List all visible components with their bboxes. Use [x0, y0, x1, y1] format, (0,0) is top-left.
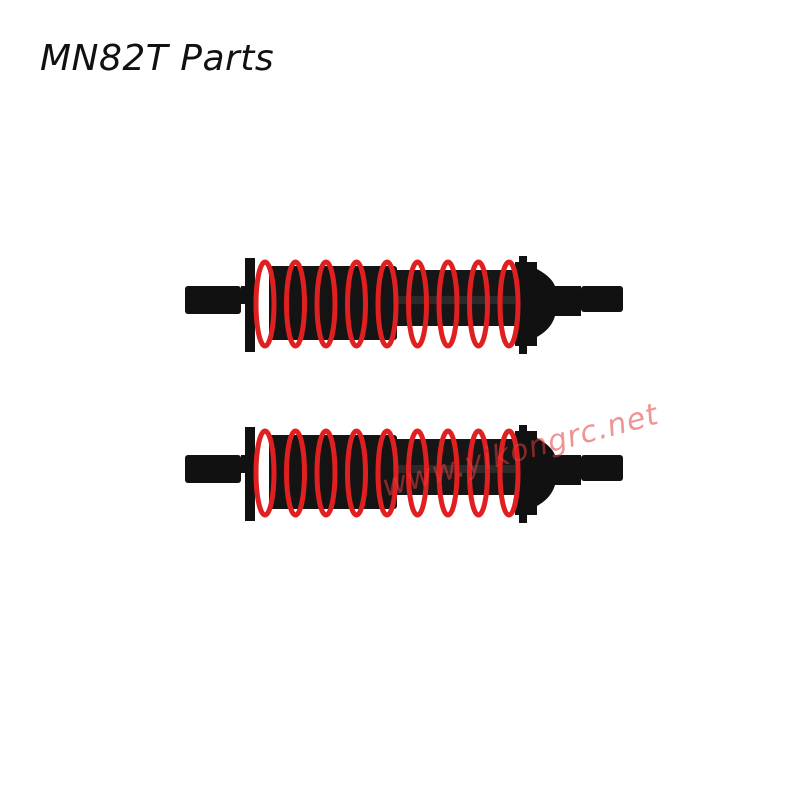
spring-coil: [467, 428, 490, 518]
shock-absorber-top: [183, 256, 633, 356]
spring-coil: [497, 259, 521, 349]
spring-coil: [284, 259, 307, 349]
spring-coil: [314, 428, 338, 518]
spring-coil: [345, 428, 368, 518]
page-title: MN82T Parts: [40, 38, 275, 79]
spring-coil: [345, 259, 368, 349]
spring-coil: [406, 259, 429, 349]
spring-coil: [284, 428, 307, 518]
spring-coil: [253, 259, 277, 349]
spring-coil: [406, 428, 429, 518]
shock-absorber-bottom: [183, 425, 633, 525]
spring-coil: [253, 428, 277, 518]
spring-coil: [436, 259, 460, 349]
spring-coil: [436, 428, 460, 518]
spring-coil: [314, 259, 338, 349]
spring-coil: [375, 428, 399, 518]
spring-coil: [375, 259, 399, 349]
spring-coil: [467, 259, 490, 349]
shock-absorber-illustration: [185, 425, 623, 523]
spring-coil: [497, 428, 521, 518]
shock-absorber-illustration: [185, 256, 623, 354]
